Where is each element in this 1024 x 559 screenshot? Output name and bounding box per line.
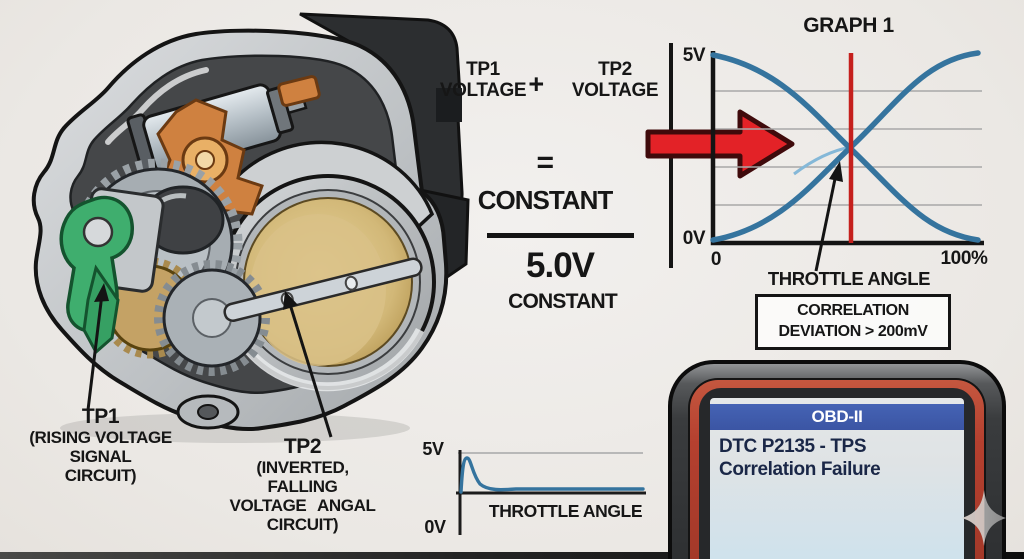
tp1-label-title: TP1 [81,405,120,428]
smallgraph-spike-curve [459,456,645,494]
graph1-tp2-falling-curve [710,52,981,243]
tps-sensor-green [59,187,165,355]
mounting-tab [176,394,240,430]
graph1-gridlines [713,90,982,206]
tp2-label-title: TP2 [283,435,322,458]
equation-voltage-word: VOLTAGE [571,79,659,101]
equation-tp2-word: TP2 [598,59,632,80]
tp2-label: TP2 (INVERTED, FALLING VOLTAGE ANGAL CIR… [205,435,400,535]
bottom-edge-strip [0,552,1024,559]
tp2-annotation-arrow [283,291,333,438]
correlation-callout-line1: CORRELATION [797,302,909,319]
tp2-label-line: CIRCUIT) [266,515,339,535]
scanner-screen: OBD-II DTC P2135 - TPS Correlation Failu… [710,398,964,559]
graph1-title: GRAPH 1 [803,14,894,37]
tp1-annotation-arrow [86,283,109,411]
tp1-label-line: CIRCUIT) [64,466,137,486]
equation-numerator: CONSTANT [477,185,614,215]
tp2-label-line: (INVERTED, [256,458,349,478]
graph1-ymin-tick: 0V [682,228,706,249]
equation-denominator-value: 5.0V [526,246,595,285]
equation-denominator-label: CONSTANT [508,290,618,313]
scanner-dtc-line2: Correlation Failure [719,459,881,481]
smallgraph-ymax-tick: 5V [422,439,444,459]
tp1-label-line: (RISING VOLTAGE [29,428,172,448]
cutaway-rim-highlight [105,67,209,145]
scanner-dtc-readout: DTC P2135 - TPS Correlation Failure [710,430,964,486]
tp1-label-line: SIGNAL [69,447,132,467]
graph1-axes [710,51,984,246]
graph1-plot [710,50,984,272]
correlation-callout-box: CORRELATION DEVIATION > 200mV [755,294,951,350]
scanner-dtc-line1: DTC P2135 - TPS [719,436,867,457]
scanner-red-bezel: OBD-II DTC P2135 - TPS Correlation Failu… [688,378,986,559]
graph1-xaxis-label: THROTTLE ANGLE [767,268,931,289]
equation-tp1-voltage: TP1 VOLTAGE [438,59,528,102]
equation-tp1-word: TP1 [466,59,500,80]
fraction-bar [487,233,634,238]
deviation-spike-plot [456,450,646,535]
graph1-xmax-tick: 100% [940,248,988,269]
tp1-label: TP1 (RISING VOLTAGE SIGNAL CIRCUIT) [18,405,183,486]
obd-scanner: OBD-II DTC P2135 - TPS Correlation Failu… [668,360,1006,559]
correlation-callout-line2: DEVIATION > 200mV [778,322,928,340]
scanner-screen-header: OBD-II [710,404,964,430]
smallgraph-xaxis-label: THROTTLE ANGLE [488,501,643,521]
graph1-xmin-tick: 0 [710,249,722,270]
scanner-inner-bezel: OBD-II DTC P2135 - TPS Correlation Failu… [699,388,975,559]
sparkle-watermark-icon [962,490,1006,546]
graph1-ymax-tick: 5V [682,45,706,66]
graph1-deviation-sliver [793,145,852,176]
plus-sign: + [528,69,544,99]
equals-sign: = [536,146,554,179]
tp2-label-line: FALLING [267,477,338,497]
equation-tp2-voltage: TP2 VOLTAGE [570,59,660,102]
throttle-body-cutaway-illustration [31,12,470,443]
tp2-label-line: VOLTAGE ANGAL [229,496,376,516]
graph1-callout-arrow [814,161,843,272]
equation-voltage-word: VOLTAGE [439,79,527,101]
smallgraph-ymin-tick: 0V [424,517,446,537]
